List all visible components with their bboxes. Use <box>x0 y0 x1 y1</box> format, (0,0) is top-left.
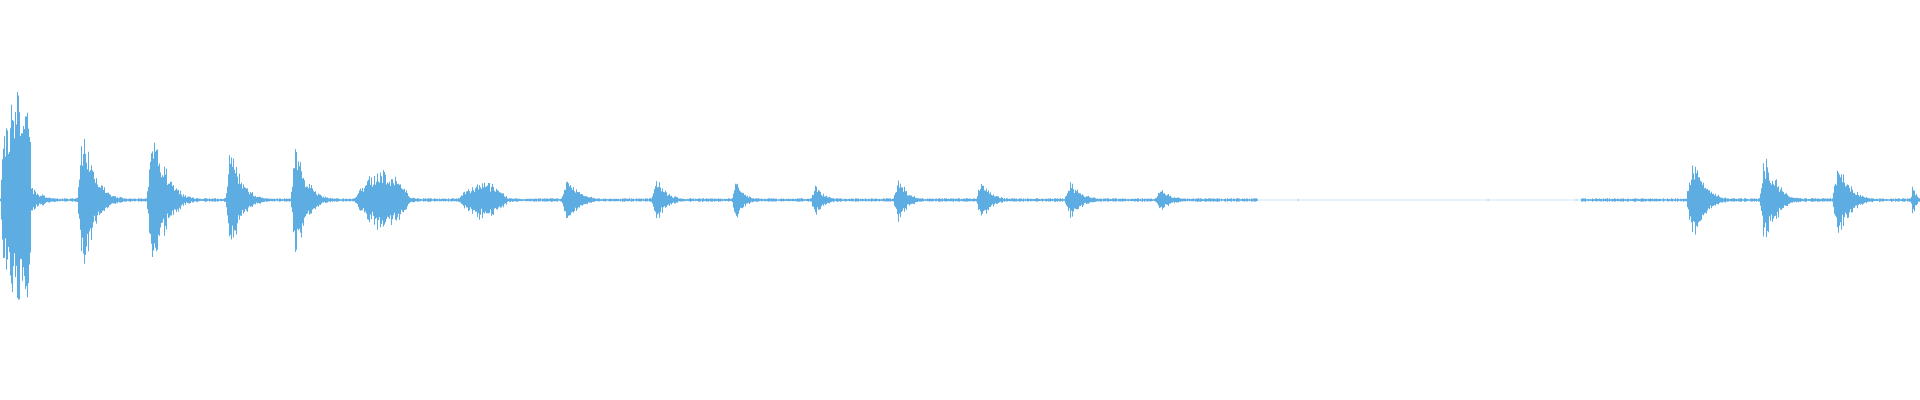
waveform-samples <box>0 91 1920 300</box>
waveform-trace <box>0 91 1920 300</box>
waveform-residual-sample <box>1487 199 1489 201</box>
waveform-residual-sample <box>1297 199 1299 201</box>
waveform-residual-sample <box>1575 199 1577 201</box>
